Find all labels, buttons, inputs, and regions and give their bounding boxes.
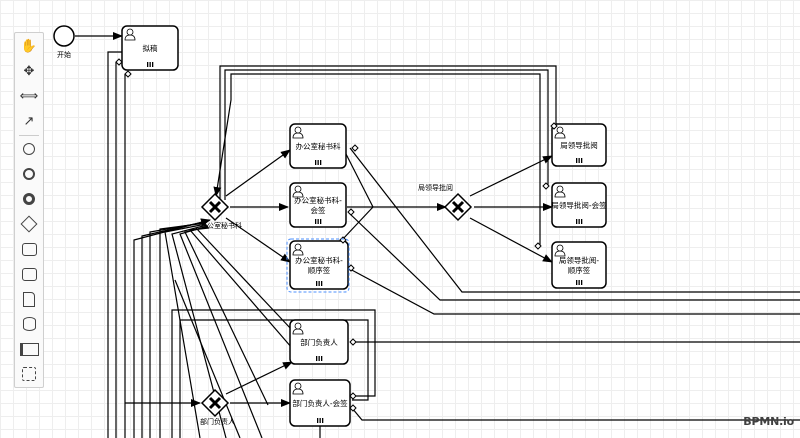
multi-instance-icon (576, 158, 583, 163)
user-task-icon (292, 243, 304, 256)
task-label: 办公室秘书科- (295, 255, 343, 265)
flow-secretary-merge[interactable] (345, 153, 374, 208)
task-label: 局领导批阅- (559, 255, 599, 265)
multi-instance-icon (316, 281, 323, 286)
flow-dept-frame-2[interactable] (179, 319, 369, 438)
multi-instance-icon (576, 280, 583, 285)
data-store-icon[interactable] (19, 314, 39, 334)
task-label: 局领导批阅 (560, 140, 598, 150)
flow-sequential-out[interactable] (347, 267, 800, 315)
exclusive-gateway-icon (208, 200, 222, 214)
task-label: 局领导批阅-会签 (551, 200, 607, 210)
task-label: 部门负责人 (300, 337, 338, 347)
user-task-icon (292, 322, 304, 335)
task-secretary-countersign[interactable]: 办公室秘书科-会签 (289, 182, 347, 228)
task-label: 会签 (311, 205, 326, 215)
task-label: 拟稿 (143, 43, 158, 53)
user-task-icon (554, 244, 566, 257)
gateway-label: 办公室秘书科 (200, 221, 242, 230)
flow-gw2-sequential[interactable] (469, 217, 553, 263)
flow-gw1-secretary[interactable] (225, 149, 291, 197)
start-event-icon[interactable] (19, 139, 39, 159)
brand-logo[interactable]: BPMN.io (743, 415, 794, 428)
gateway-icon[interactable] (19, 214, 39, 234)
end-event-icon[interactable] (19, 189, 39, 209)
data-object-icon[interactable] (19, 289, 39, 309)
flow-fan-3[interactable] (149, 221, 208, 438)
task-dept-head-countersign[interactable]: 部门负责人-会签 (289, 379, 351, 427)
flow-draft-down-1[interactable] (107, 51, 122, 438)
space-tool-icon[interactable]: ⟺ (19, 88, 39, 104)
flow-fan-11[interactable] (174, 279, 241, 438)
multi-instance-icon (576, 219, 583, 224)
group-icon[interactable] (19, 364, 39, 384)
multi-instance-icon (315, 219, 322, 224)
exclusive-gateway-icon (451, 200, 465, 214)
sequence-flows (75, 32, 800, 438)
task-draft[interactable]: 拟稿 (121, 25, 179, 71)
task-bureau-sequential[interactable]: 局领导批阅-顺序签 (551, 241, 607, 289)
flow-fan-8[interactable] (184, 226, 269, 406)
flow-fan-5[interactable] (164, 223, 207, 438)
task-label: 顺序签 (568, 265, 591, 275)
multi-instance-icon (147, 62, 154, 67)
multi-instance-icon (317, 418, 324, 423)
hand-tool-icon[interactable]: ✋ (20, 38, 38, 54)
lasso-tool-icon[interactable]: ✥ (23, 63, 35, 79)
multi-instance-icon (316, 356, 323, 361)
flow-fan-10[interactable] (195, 227, 293, 331)
exclusive-gateway-icon (208, 396, 222, 410)
flow-fan-2[interactable] (141, 220, 209, 438)
multi-instance-icon (315, 160, 322, 165)
task-icon[interactable] (19, 239, 39, 259)
selection-outline (286, 238, 350, 293)
task-label: 顺序签 (308, 265, 331, 275)
gateway-gw-secretary[interactable]: 办公室秘书科 (200, 192, 242, 230)
start-event-label: 开始 (57, 50, 71, 59)
flow-fan-4[interactable] (159, 222, 207, 438)
gateway-gw-bureau[interactable]: 局领导批阅 (418, 183, 473, 222)
tool-palette: ✋ ✥ ⟺ ↗ (14, 32, 44, 388)
flow-secretary-out[interactable] (349, 147, 800, 293)
task-secretary-sequential[interactable]: 办公室秘书科-顺序签 (289, 240, 349, 290)
flow-gw3-dept[interactable] (225, 361, 293, 395)
gateway-label: 部门负责人 (200, 417, 235, 426)
user-task-icon (292, 126, 304, 139)
palette-separator (19, 135, 39, 136)
flow-dept-frame-1[interactable] (171, 309, 376, 438)
task-secretary[interactable]: 办公室秘书科 (289, 123, 347, 169)
user-task-icon (124, 28, 136, 41)
flow-dept-countersign-out[interactable] (351, 407, 800, 421)
gateway-label: 局领导批阅 (418, 183, 453, 192)
user-task-icon (292, 382, 304, 395)
flow-gw1-sequential[interactable] (225, 217, 291, 263)
flow-fan-9[interactable] (188, 227, 293, 349)
gateway-gw-dept[interactable]: 部门负责人 (200, 388, 235, 426)
flow-loop-outer-1[interactable] (219, 65, 557, 200)
pool-icon[interactable] (19, 339, 39, 359)
user-task-icon (554, 185, 566, 198)
task-bureau-approve[interactable]: 局领导批阅 (551, 123, 607, 167)
task-label: 办公室秘书科 (296, 141, 341, 151)
user-task-icon (554, 126, 566, 139)
flow-loop-outer-3[interactable] (213, 73, 541, 246)
flow-countersign-out[interactable] (347, 211, 800, 301)
default-flow-markers (115, 58, 558, 412)
intermediate-event-icon[interactable] (19, 164, 39, 184)
connect-tool-icon[interactable]: ↗ (23, 113, 35, 129)
task-label: 办公室秘书科- (294, 195, 342, 205)
subprocess-icon[interactable] (19, 264, 39, 284)
task-label: 部门负责人-会签 (292, 398, 348, 408)
flow-fan-6[interactable] (171, 224, 227, 438)
task-dept-head[interactable]: 部门负责人 (289, 319, 349, 365)
flow-loop-outer-2[interactable] (224, 69, 549, 200)
flow-sequential-merge[interactable] (341, 206, 374, 241)
task-bureau-countersign[interactable]: 局领导批阅-会签 (551, 182, 607, 228)
user-task-icon (292, 185, 304, 198)
start-event[interactable]: 开始 (53, 25, 75, 59)
flow-gw2-approve[interactable] (469, 155, 553, 197)
